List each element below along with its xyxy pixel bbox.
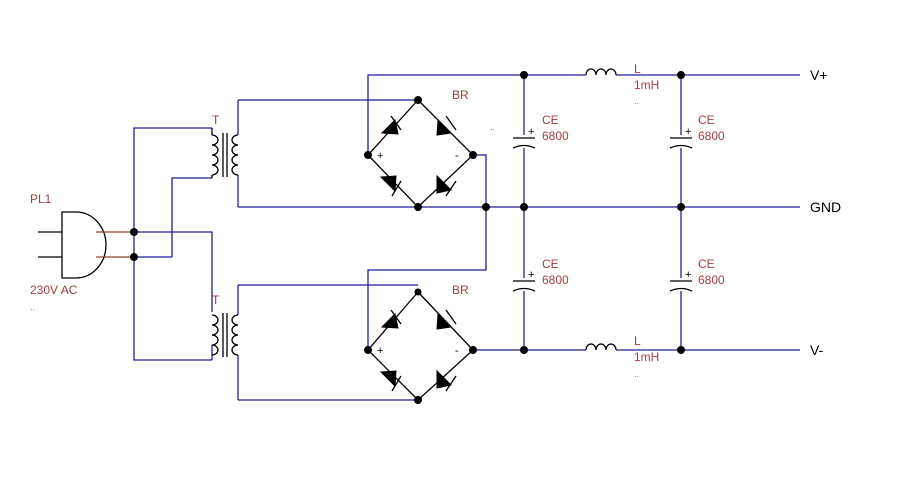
cap-bottom-left-ref: CE (542, 257, 559, 271)
cap-bottom-right-value: 6800 (698, 273, 725, 287)
bridge-bottom-minus: - (455, 345, 459, 357)
cap-top-right-value: 6800 (698, 129, 725, 143)
capacitor-bottom-right: + CE 6800 (669, 257, 725, 292)
transformer-top-ref: T (212, 113, 220, 127)
net-labels: V+ GND V- (810, 67, 841, 358)
cap-top-left-value: 6800 (542, 129, 569, 143)
net-label-vminus: V- (810, 342, 824, 358)
bridge-top-minus: - (455, 150, 459, 162)
svg-text:+: + (685, 269, 691, 281)
svg-text:+: + (528, 269, 534, 281)
bridge-top-plus: + (377, 150, 383, 162)
bridge-top-extra: .. (490, 122, 495, 132)
inductor-top-value: 1mH (634, 78, 659, 92)
inductor-bottom-extra: .. (634, 369, 639, 379)
inductor-bottom: L 1mH .. (585, 334, 659, 379)
transformer-top: T (211, 113, 239, 178)
plug-value-label: 230V AC (30, 283, 78, 297)
cap-top-left-ref: CE (542, 113, 559, 127)
inductor-top-extra: .. (634, 96, 639, 106)
bridge-rectifier-bottom: + - BR (367, 283, 474, 401)
inductor-top: L 1mH .. (585, 62, 659, 106)
wiring (133, 74, 800, 401)
plug-ref-label: PL1 (30, 192, 52, 206)
net-label-vplus: V+ (810, 67, 828, 83)
transformer-bottom-ref: T (212, 293, 220, 307)
bridge-bottom-plus: + (377, 345, 383, 357)
capacitor-bottom-left: + CE 6800 (512, 257, 569, 292)
inductor-top-ref: L (634, 62, 641, 76)
bridge-rectifier-top: + - BR .. (367, 88, 495, 208)
cap-bottom-right-ref: CE (698, 257, 715, 271)
inductor-bottom-ref: L (634, 334, 641, 348)
transformer-bottom: T (211, 293, 239, 357)
svg-text:+: + (528, 126, 534, 138)
cap-top-right-ref: CE (698, 113, 715, 127)
net-label-gnd: GND (810, 199, 841, 215)
cap-bottom-left-value: 6800 (542, 273, 569, 287)
plug-extra-label: .. (30, 302, 35, 312)
inductor-bottom-value: 1mH (634, 350, 659, 364)
capacitor-top-left: + CE 6800 (512, 113, 569, 149)
capacitor-top-right: + CE 6800 (669, 113, 725, 149)
bridge-bottom-ref: BR (452, 283, 469, 297)
junction-dots (130, 71, 685, 404)
bridge-top-ref: BR (452, 88, 469, 102)
mains-plug: PL1 230V AC .. (30, 192, 134, 312)
svg-text:+: + (685, 126, 691, 138)
